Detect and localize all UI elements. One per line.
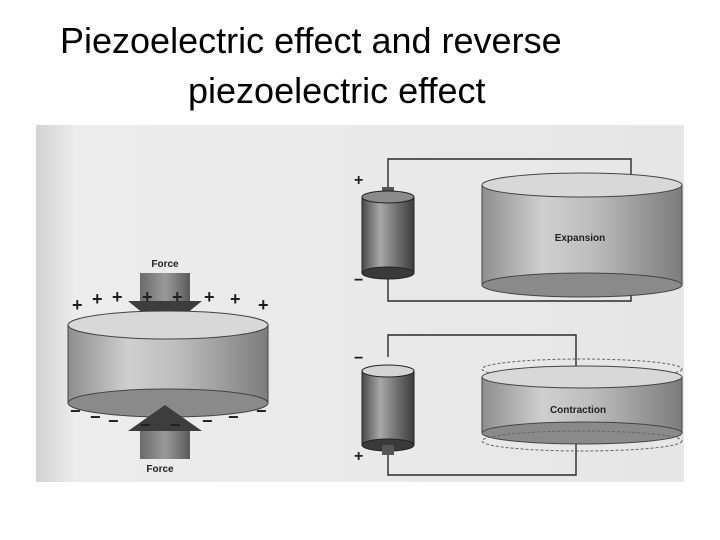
charge-plus: +	[72, 295, 83, 315]
charge-minus: −	[202, 411, 213, 431]
charge-plus: +	[258, 295, 269, 315]
expansion-cylinder	[481, 172, 683, 298]
charge-minus: −	[170, 415, 181, 435]
charge-minus: −	[228, 407, 239, 427]
battery-bottom-plus: +	[354, 448, 363, 465]
charge-plus: +	[112, 287, 123, 307]
contraction-label: Contraction	[550, 405, 606, 416]
charge-minus: −	[70, 401, 81, 421]
charge-plus: +	[230, 289, 241, 309]
charge-minus: −	[108, 411, 119, 431]
negative-charges: − − − − − − − −	[70, 401, 267, 435]
contraction-circuit: − + Contraction	[354, 334, 683, 476]
wire-top	[387, 158, 632, 195]
force-arrow-bottom	[128, 405, 202, 459]
piezo-diagram: Force Force + + + + + + +	[36, 125, 684, 482]
force-label-bottom: Force	[146, 464, 174, 475]
charge-minus: −	[90, 407, 101, 427]
charge-minus: −	[256, 401, 267, 421]
charge-plus: +	[142, 287, 153, 307]
battery-top-plus: +	[354, 172, 363, 189]
expansion-circuit: + − Expansion	[354, 158, 683, 302]
direct-effect-group: Force Force + + + + + + +	[67, 259, 269, 475]
battery-bottom	[361, 364, 415, 455]
contraction-cylinder	[481, 358, 683, 452]
expansion-label: Expansion	[555, 233, 606, 244]
wire-bottom	[387, 435, 577, 476]
title-line-2: piezoelectric effect	[188, 70, 486, 111]
battery-top-minus: −	[354, 272, 363, 289]
diagram-svg: Force Force + + + + + + +	[36, 125, 684, 482]
charge-plus: +	[172, 287, 183, 307]
title-line-1: Piezoelectric effect and reverse	[60, 20, 562, 61]
charge-plus: +	[92, 289, 103, 309]
force-label-top: Force	[151, 259, 179, 270]
battery-top	[361, 187, 415, 280]
battery-bottom-minus: −	[354, 350, 363, 367]
charge-plus: +	[204, 287, 215, 307]
charge-minus: −	[140, 415, 151, 435]
piezo-disk	[67, 310, 269, 418]
wire-top	[387, 334, 577, 373]
positive-charges: + + + + + + + +	[72, 287, 269, 315]
